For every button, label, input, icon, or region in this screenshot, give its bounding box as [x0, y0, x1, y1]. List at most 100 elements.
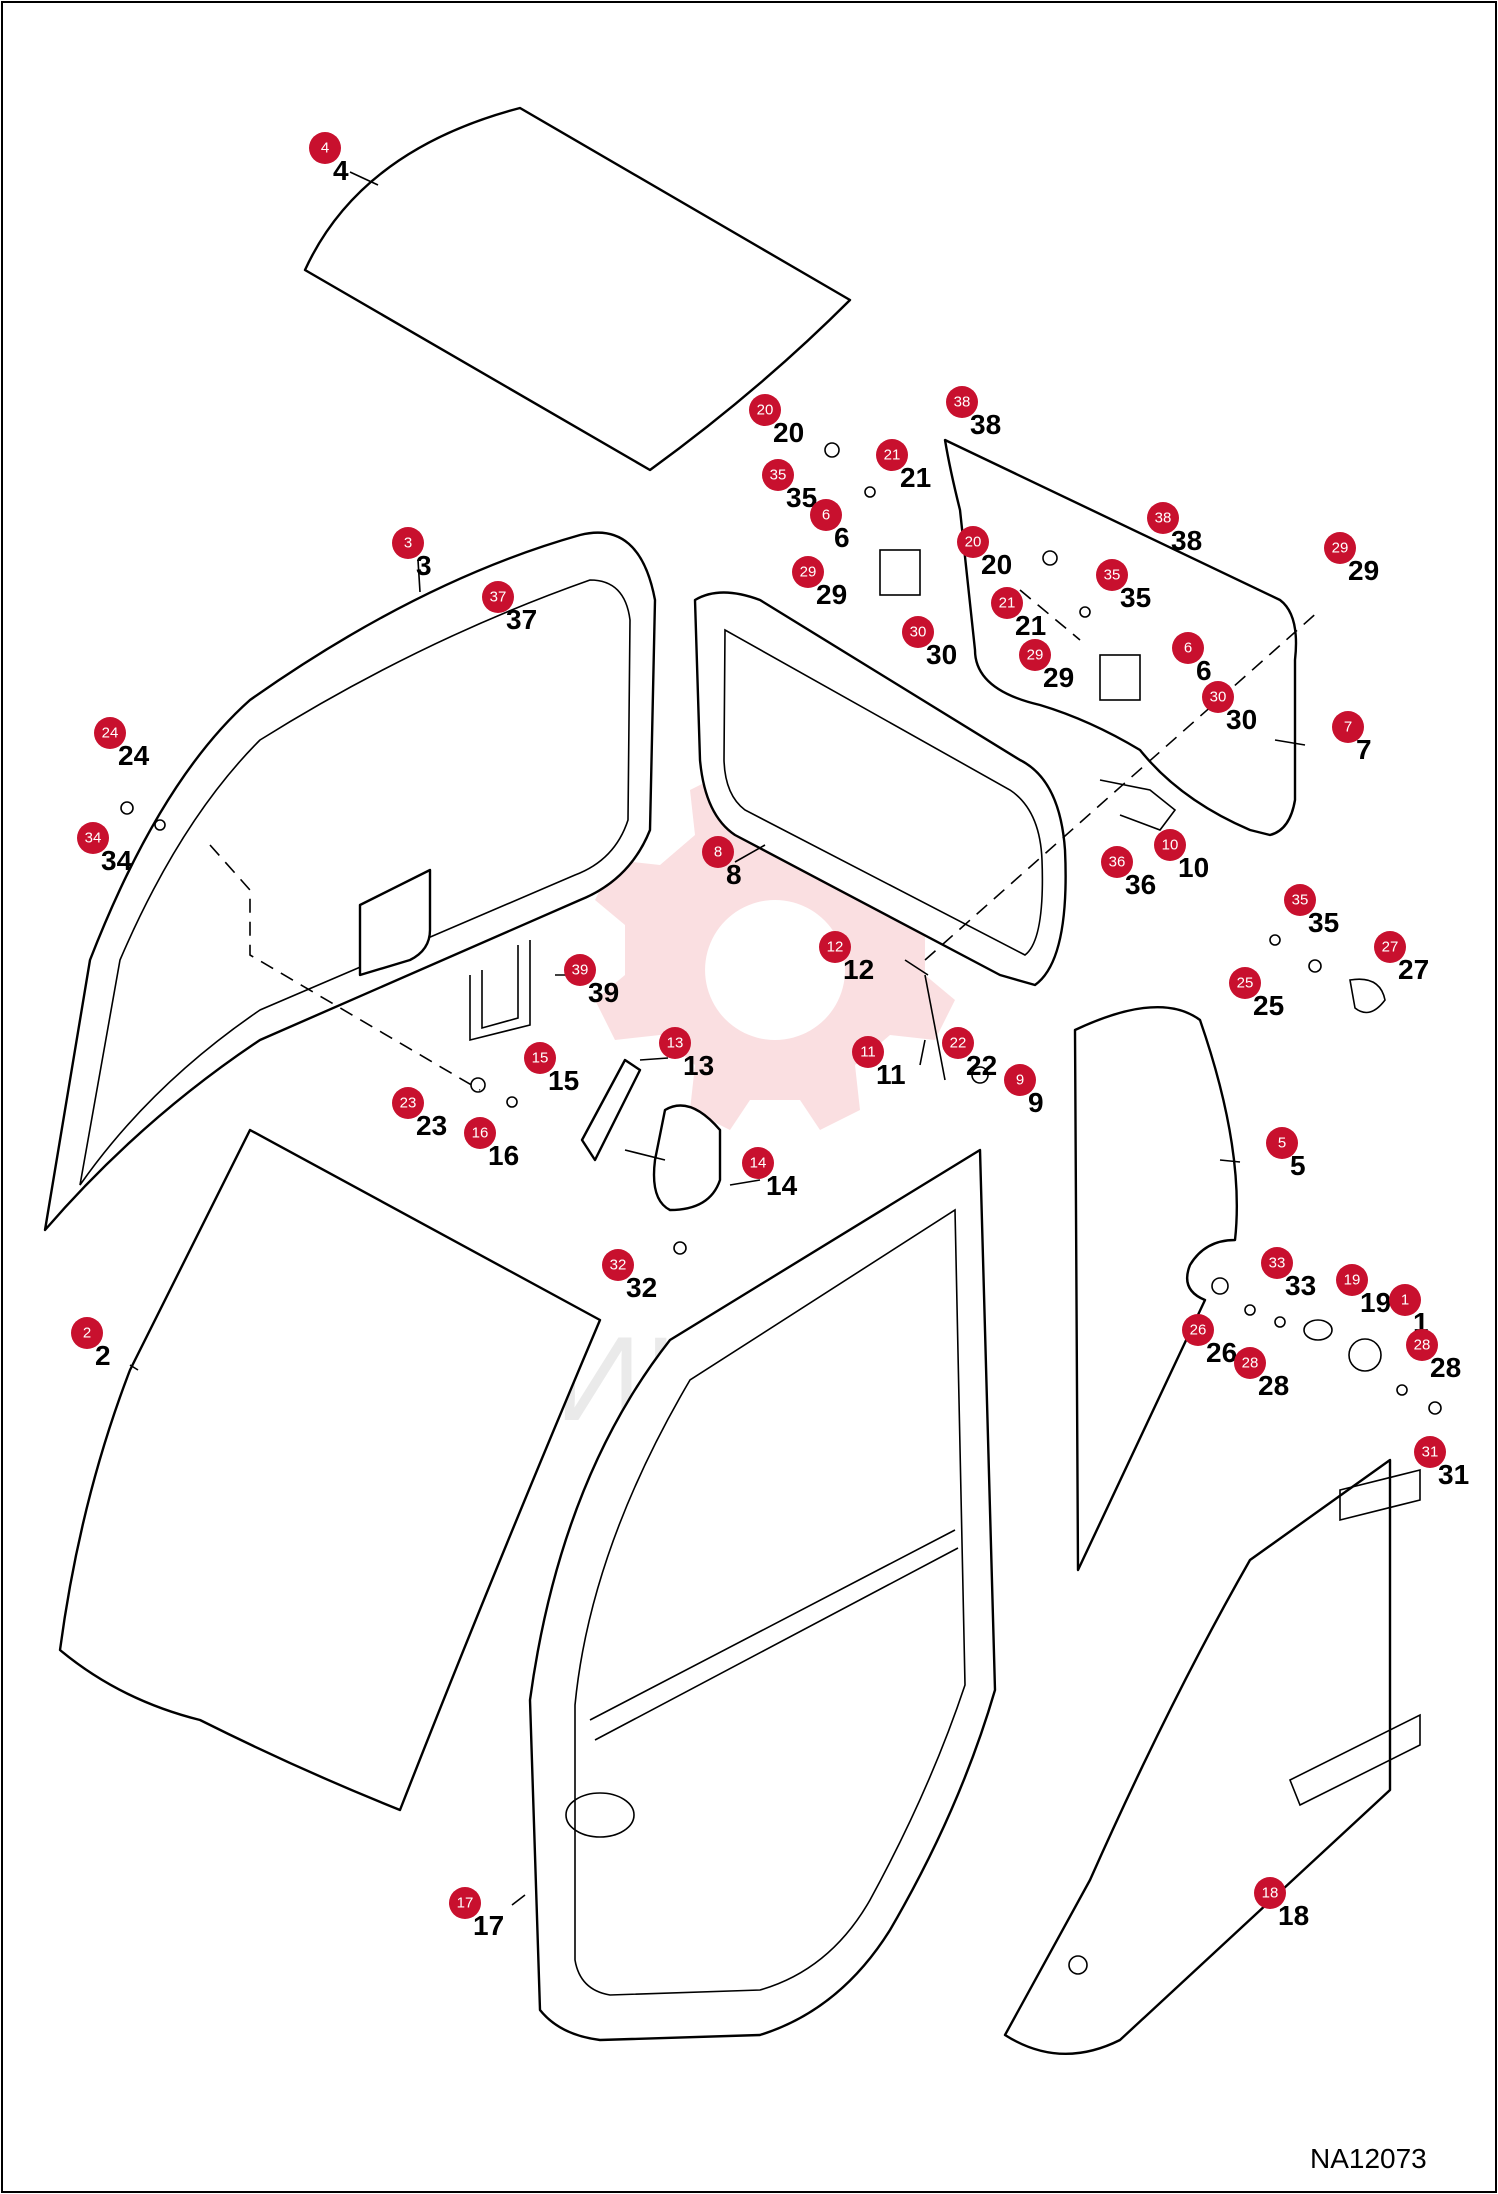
callout-number: 34 — [101, 845, 133, 876]
callout-badge-label: 6 — [822, 507, 830, 524]
part-2-windshield-glass — [58, 1128, 602, 1812]
callout-number: 35 — [1120, 582, 1151, 613]
part-18-hinge-lower — [1288, 1713, 1421, 1807]
callout-badge-label: 28 — [1414, 1337, 1431, 1354]
callout-number: 8 — [726, 859, 742, 890]
callout-badge-label: 29 — [800, 564, 817, 581]
callout-badge-label: 29 — [1332, 540, 1349, 557]
callout-c9: 99 — [1004, 1064, 1044, 1118]
callout-number: 2 — [95, 1340, 111, 1371]
callout-badge-label: 9 — [1016, 1072, 1024, 1089]
callout-number: 11 — [876, 1059, 906, 1090]
part-17-door-frame — [528, 1148, 997, 2042]
callout-number: 38 — [1171, 525, 1202, 556]
callout-badge: 38 — [1147, 502, 1179, 534]
assembly-line-strut — [924, 609, 1321, 961]
callout-badge-label: 20 — [757, 402, 774, 419]
callout-badge: 36 — [1101, 846, 1133, 878]
callout-badge: 37 — [482, 581, 514, 613]
callout-badge: 33 — [1261, 1247, 1293, 1279]
callout-number: 36 — [1125, 869, 1156, 900]
callout-number: 26 — [1206, 1337, 1237, 1368]
callout-badge: 27 — [1374, 931, 1406, 963]
callout-badge: 35 — [1284, 884, 1316, 916]
callout-badge: 20 — [957, 526, 989, 558]
callout-number: 30 — [926, 639, 957, 670]
callout-badge-label: 4 — [321, 140, 329, 157]
callout-badge: 13 — [659, 1027, 691, 1059]
callout-badge: 35 — [762, 459, 794, 491]
callout-badge-label: 33 — [1269, 1255, 1286, 1272]
callout-number: 22 — [966, 1050, 997, 1081]
leader-lines — [129, 171, 1306, 1906]
callout-badge-label: 26 — [1190, 1322, 1207, 1339]
callout-number: 28 — [1258, 1370, 1289, 1401]
callout-c2: 22 — [71, 1317, 111, 1371]
callout-badge-label: 15 — [532, 1050, 549, 1067]
callout-badge-label: 35 — [1292, 892, 1309, 909]
callout-badge: 30 — [1202, 681, 1234, 713]
callout-badge-label: 5 — [1278, 1135, 1286, 1152]
callout-badge: 3 — [392, 527, 424, 559]
callout-badge-label: 32 — [610, 1257, 627, 1274]
callout-badge-label: 29 — [1027, 647, 1044, 664]
callout-badge: 2 — [71, 1317, 103, 1349]
callout-badge: 23 — [392, 1087, 424, 1119]
callout-badge: 22 — [942, 1027, 974, 1059]
callout-number: 20 — [981, 549, 1012, 580]
part-14-mirror — [652, 1104, 722, 1212]
assembly-line-side — [209, 844, 481, 1091]
callout-number: 3 — [416, 550, 432, 581]
part-17-door-inner — [574, 1208, 966, 1996]
callout-badge: 20 — [749, 394, 781, 426]
callout-badge-label: 17 — [457, 1895, 474, 1912]
callout-c4: 44 — [309, 132, 349, 186]
callout-number: 37 — [506, 604, 537, 635]
part-11-gas-strut — [924, 974, 946, 1081]
callout-number: 6 — [834, 522, 850, 553]
part-4-roof-glass — [303, 106, 852, 472]
part-14-mirror-arm — [624, 1149, 666, 1161]
callout-badge-label: 30 — [1210, 689, 1227, 706]
callout-badge-label: 20 — [965, 534, 982, 551]
callout-number: 21 — [900, 462, 931, 493]
callout-c3: 33 — [392, 527, 432, 581]
callout-number: 29 — [1348, 555, 1379, 586]
assembly-line-hinge — [1019, 589, 1081, 641]
callout-badge: 26 — [1182, 1314, 1214, 1346]
callout-badge: 19 — [1336, 1264, 1368, 1296]
callout-badge-label: 36 — [1109, 854, 1126, 871]
callout-badge-label: 7 — [1344, 719, 1352, 736]
callout-number: 25 — [1253, 990, 1284, 1021]
callout-badge: 18 — [1254, 1877, 1286, 1909]
callout-badge-label: 34 — [85, 830, 102, 847]
callout-badge: 16 — [464, 1117, 496, 1149]
callout-badge: 6 — [810, 499, 842, 531]
callout-badge-label: 39 — [572, 962, 589, 979]
callout-number: 23 — [416, 1110, 447, 1141]
part-3-access-panel — [358, 868, 432, 977]
part-6-hinge-b — [1099, 654, 1141, 701]
callout-number: 29 — [816, 579, 847, 610]
part-3-inner-edge — [79, 579, 631, 1186]
callout-number: 21 — [1015, 610, 1046, 641]
